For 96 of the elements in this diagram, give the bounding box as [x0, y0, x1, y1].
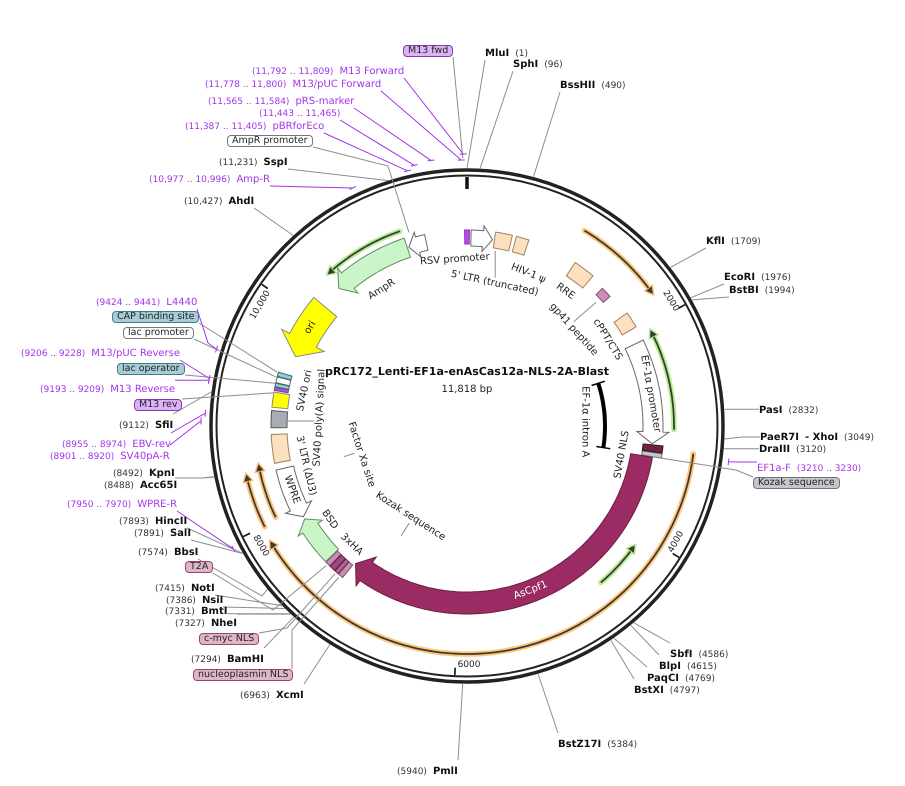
enzyme-name: NheI: [210, 618, 237, 629]
site-position: (10,427): [184, 197, 223, 207]
site-position: (1994): [764, 286, 795, 296]
primer-name: M13/pUC Forward: [292, 79, 382, 90]
site-position: (9112): [119, 421, 149, 431]
enzyme-name: SalI: [170, 528, 192, 539]
site-position: (490): [601, 81, 626, 91]
primer-range: (9193 .. 9209): [40, 385, 104, 395]
site-position: (7294): [191, 655, 221, 665]
enzyme-name: KflI: [706, 236, 725, 247]
plasmid-length: 11,818 bp: [442, 384, 492, 396]
enzyme-name: SfiI: [154, 420, 174, 431]
site-position: (2832): [788, 406, 818, 416]
site-position: (6963): [240, 691, 270, 701]
site-position: (4586): [698, 650, 728, 660]
primer-name: SV40pA-R: [120, 451, 170, 462]
primer-name: M13/pUC Reverse: [91, 348, 180, 359]
plasmid-name: pRC172_Lenti-EF1a-enAsCas12a-NLS-2A-Blast: [325, 366, 609, 378]
site-position: (3120): [796, 445, 826, 455]
primer-name: M13 Forward: [339, 66, 404, 77]
enzyme-name: PmlI: [432, 766, 458, 777]
enzyme-name: BlpI: [659, 661, 681, 672]
enzyme-name: AhdI: [228, 196, 254, 207]
site-position: (5940): [397, 767, 427, 777]
enzyme-name: BstZ17I: [558, 739, 602, 750]
site-position: (4769): [685, 674, 715, 684]
site-position: (8488): [104, 481, 134, 491]
feature-label: RSV promoter: [420, 252, 490, 268]
enzyme-name: BbsI: [174, 547, 198, 558]
site-position: (11,231): [219, 158, 258, 168]
enzyme-name: PaeR7I: [760, 432, 799, 443]
feature-label: EF-1α promoter: [638, 354, 663, 433]
site-position: (7893): [119, 517, 149, 527]
feature-label: SV40 ori: [294, 369, 314, 413]
primer-name: WPRE-R: [137, 499, 178, 510]
primer-range: (11,387 .. 11,405): [185, 122, 266, 132]
enzyme-name: BstXI: [634, 685, 664, 696]
primer-name: M13 Reverse: [110, 384, 176, 395]
site-position: (8492): [113, 469, 143, 479]
site-position: (4797): [670, 686, 700, 696]
primer-range: (8901 .. 8920): [50, 452, 114, 462]
primer-range: (11,792 .. 11,809): [252, 67, 334, 77]
primer-range: (10,977 .. 10,996): [149, 175, 230, 185]
primer-range: (3210 .. 3230): [796, 464, 862, 474]
site-position: (96): [544, 60, 563, 70]
enzyme-name: BssHII: [560, 80, 596, 91]
site-position: (1976): [761, 273, 791, 283]
primer-range: (9424 .. 9441): [96, 298, 160, 308]
enzyme-name: HincII: [154, 516, 188, 527]
site-position: (7415): [155, 584, 185, 594]
enzyme-name: BamHI: [226, 654, 264, 665]
primer-range: (9206 .. 9228): [21, 349, 86, 359]
feature-label: SV40 NLS: [612, 430, 632, 480]
site-position: (7386): [166, 596, 196, 606]
enzyme-name: BstBI: [729, 285, 759, 296]
primer-range: (11,778 .. 11,800): [205, 80, 286, 90]
feature-label: RRE: [553, 280, 576, 302]
site-position: (1): [515, 49, 528, 59]
enzyme-name: Acc65I: [140, 480, 178, 491]
feature-label: WPRE: [280, 474, 302, 506]
primer-name: EBV-rev: [132, 439, 171, 450]
primer-name: Amp-R: [236, 174, 270, 185]
enzyme-name: DraIII: [759, 444, 790, 455]
site-position: (7327): [175, 619, 205, 629]
enzyme-name: BmtI: [200, 606, 228, 617]
feature-label: ori: [302, 319, 318, 336]
enzyme-name: SspI: [264, 157, 288, 168]
primer-range: (11,565 .. 11,584): [208, 97, 290, 107]
enzyme-name: PasI: [759, 405, 782, 416]
enzyme-name: SbfI: [670, 649, 692, 660]
site-position: (4615): [686, 662, 717, 672]
primer-name: pRS-marker: [295, 96, 354, 107]
enzyme-name: XcmI: [276, 690, 304, 701]
primer-range: (8955 .. 8974): [62, 440, 126, 450]
enzyme-name: - XhoI: [804, 432, 838, 443]
primer-name: L4440: [166, 297, 198, 308]
scale-number: 6000: [458, 660, 480, 670]
enzyme-name: PaqCI: [647, 673, 680, 684]
enzyme-name: NsiI: [202, 595, 224, 606]
primer-name: pBRforEco: [272, 121, 324, 132]
site-position: (3049): [844, 433, 874, 443]
site-position: (1709): [730, 237, 761, 247]
enzyme-name: SphI: [513, 59, 538, 70]
primer-range: (7950 .. 7970): [67, 500, 132, 510]
enzyme-name: MluI: [485, 48, 510, 59]
site-position: (7331): [165, 607, 195, 617]
site-position: (7891): [134, 529, 164, 539]
enzyme-name: NotI: [190, 583, 215, 594]
feature-label: EF-1α intron A: [579, 386, 591, 458]
site-position: (5384): [607, 740, 638, 750]
primer-range: (11,443 .. 11,465): [259, 109, 340, 119]
primer-name: EF1a-F: [757, 463, 791, 474]
enzyme-name: EcoRI: [724, 272, 756, 283]
site-position: (7574): [138, 548, 168, 558]
scale-number: 4000: [666, 530, 686, 555]
enzyme-name: KpnI: [148, 468, 175, 479]
